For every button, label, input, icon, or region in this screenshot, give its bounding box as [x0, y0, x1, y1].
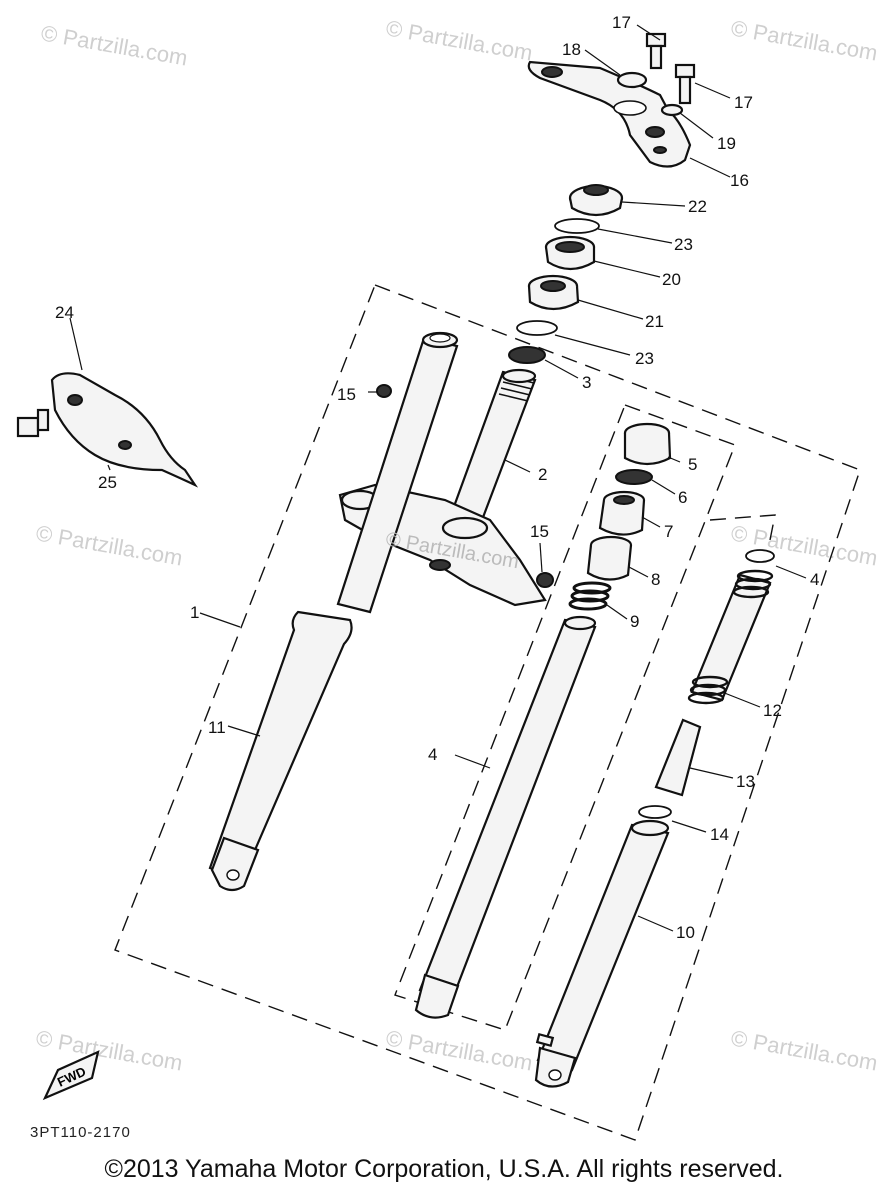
callout-15: 15 — [337, 385, 356, 404]
callout-24: 24 — [55, 303, 74, 322]
callout-15: 15 — [530, 522, 549, 541]
callout-8: 8 — [651, 570, 660, 589]
callout-14: 14 — [710, 825, 729, 844]
crown-bolt-17 — [645, 32, 667, 70]
callout-19: 19 — [717, 134, 736, 153]
callout-17: 17 — [734, 93, 753, 112]
washer-19 — [660, 103, 684, 117]
assembly-outlines — [114, 284, 861, 1141]
leader-lines — [69, 24, 807, 932]
spring-9 — [568, 581, 612, 611]
left-fork-inner-tube — [336, 331, 459, 614]
bushing-8 — [586, 535, 633, 581]
callout-10: 10 — [676, 923, 695, 942]
ring-14 — [638, 805, 672, 819]
callout-23: 23 — [674, 235, 693, 254]
callout-18: 18 — [562, 40, 581, 59]
fork-assembly-outline — [114, 284, 861, 1141]
dust-seal-5 — [623, 422, 672, 466]
washer-18 — [616, 71, 648, 89]
ring-4-right — [745, 549, 775, 563]
callout-1: 1 — [190, 603, 199, 622]
bearing-race-20 — [544, 235, 596, 271]
oil-seal-7 — [598, 490, 646, 536]
callout-17: 17 — [612, 13, 631, 32]
clip-6 — [615, 469, 653, 485]
ring-23-lower — [516, 320, 558, 336]
watermark: © Partzilla.com — [384, 15, 534, 65]
outer-tube-10 — [534, 819, 670, 1088]
callout-21: 21 — [645, 312, 664, 331]
side-cover-24 — [50, 372, 199, 488]
callout-23: 23 — [635, 349, 654, 368]
callout-13: 13 — [736, 772, 755, 791]
watermark: © Partzilla.com — [729, 15, 879, 65]
watermark: © Partzilla.com — [729, 1025, 879, 1075]
handle-crown-16 — [527, 60, 692, 168]
callout-4: 4 — [810, 570, 819, 589]
callout-5: 5 — [688, 455, 697, 474]
watermark: © Partzilla.com — [34, 1025, 184, 1075]
diagram-code: 3PT110-2170 — [30, 1124, 131, 1141]
outer-tube-outline — [709, 514, 776, 541]
damper-rod-13 — [654, 718, 702, 797]
fwd-arrow-icon: FWD — [42, 1050, 100, 1101]
fork-spring-12 — [687, 569, 774, 705]
bearing-21 — [527, 274, 580, 311]
inner-tube-outline — [394, 404, 736, 1031]
left-fork-outer-tube-11 — [208, 610, 353, 892]
callout-9: 9 — [630, 612, 639, 631]
callout-12: 12 — [763, 701, 782, 720]
callout-25: 25 — [98, 473, 117, 492]
callout-2: 2 — [538, 465, 547, 484]
steering-stem-2 — [450, 368, 537, 522]
steering-nut-22 — [568, 184, 624, 217]
callout-11: 11 — [208, 718, 226, 737]
ring-23-upper — [554, 218, 600, 234]
callout-6: 6 — [678, 488, 687, 507]
callout-20: 20 — [662, 270, 681, 289]
seal-3 — [508, 346, 546, 364]
watermark: © Partzilla.com — [39, 20, 189, 70]
center-fork-inner-tube-4 — [414, 615, 597, 1019]
crown-bolt-17b — [674, 63, 696, 105]
bolt-15-left — [376, 384, 392, 398]
watermark: © Partzilla.com — [729, 520, 879, 570]
bolt-15-right — [536, 572, 554, 588]
callout-16: 16 — [730, 171, 749, 190]
callout-labels: 17 18 17 19 16 22 23 20 21 23 3 2 15 5 6… — [55, 13, 819, 942]
callout-22: 22 — [688, 197, 707, 216]
watermark: © Partzilla.com — [384, 1025, 534, 1075]
watermark: © Partzilla.com — [34, 520, 184, 570]
copyright-notice: ©2013 Yamaha Motor Corporation, U.S.A. A… — [104, 1155, 784, 1183]
callout-7: 7 — [664, 522, 673, 541]
callout-3: 3 — [582, 373, 591, 392]
callout-4: 4 — [428, 745, 437, 764]
fitting-25 — [16, 408, 50, 438]
